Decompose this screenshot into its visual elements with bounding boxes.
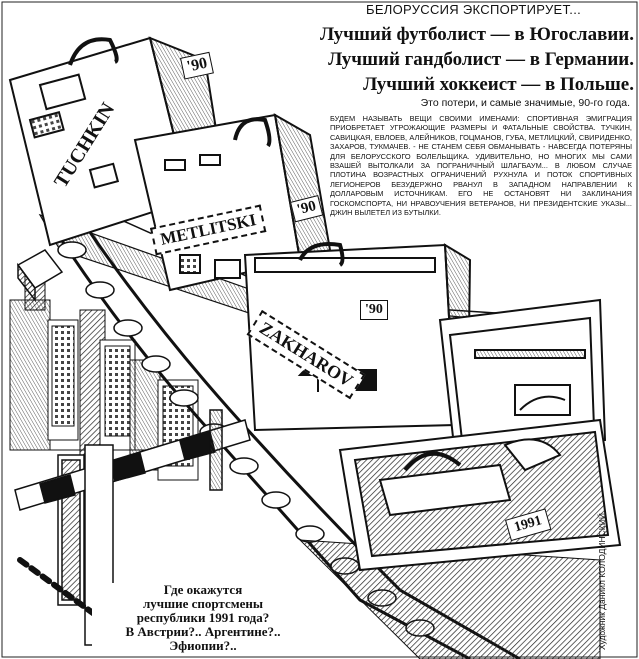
subheadline: Это потери, и самые значимые, 90-го года…	[420, 97, 630, 109]
caption-line: Где окажутся	[163, 582, 243, 597]
caption-line: республики 1991 года?	[136, 610, 270, 625]
suitcase-year-zakharov: '90	[360, 300, 388, 320]
headline-line: Лучший хоккеист — в Польше.	[363, 74, 634, 95]
section-rubric: БЕЛОРУССИЯ ЭКСПОРТИРУЕТ...	[366, 2, 582, 17]
caption-line: лучшие спортсмены	[142, 596, 263, 611]
artist-credit: Художник Даниил КОЛОДИНСКИЙ	[597, 513, 607, 650]
headline-line: Лучший футболист — в Югославии.	[319, 24, 634, 45]
caption: Где окажутся лучшие спортсмены республик…	[92, 583, 314, 653]
headline-line: Лучший гандболист — в Германии.	[328, 49, 634, 70]
caption-line: В Австрии?.. Аргентине?.. Эфиопии?..	[125, 624, 281, 653]
headline: Лучший футболист — в Югославии. Лучший г…	[258, 22, 634, 97]
article-body: БУДЕМ НАЗЫВАТЬ ВЕЩИ СВОИМИ ИМЕНАМИ: СПОР…	[330, 114, 632, 218]
